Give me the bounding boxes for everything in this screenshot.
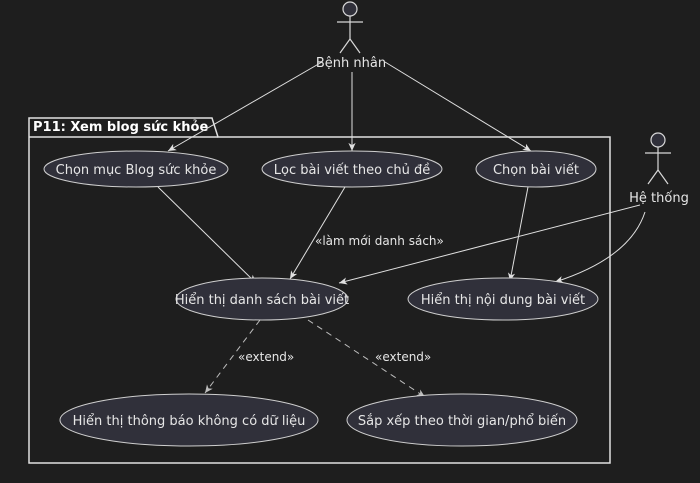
use-case-choose-blog: Chọn mục Blog sức khỏe	[43, 150, 229, 188]
edge-extend-sort	[307, 319, 426, 398]
edge-patient-choose-blog	[167, 61, 323, 152]
use-case-choose-post: Chọn bài viết	[475, 150, 597, 188]
edge-system-show-list	[338, 204, 641, 285]
extend-label-left: «extend»	[238, 350, 294, 364]
use-case-filter-topic: Lọc bài viết theo chủ đề	[261, 150, 443, 188]
use-case-show-content: Hiển thị nội dung bài viết	[407, 277, 599, 321]
edge-system-show-content	[554, 211, 646, 283]
actor-system: Hệ thống	[629, 132, 689, 206]
use-case-choose-blog-label: Chọn mục Blog sức khỏe	[56, 163, 217, 178]
use-case-show-list-label: Hiển thị danh sách bài viết	[175, 293, 349, 308]
edge-patient-choose-post	[384, 61, 532, 152]
package-frame: P11: Xem blog sức khỏe	[28, 117, 611, 464]
actor-system-label: Hệ thống	[629, 191, 689, 206]
edge-filter-topic-show-list	[289, 186, 346, 280]
use-case-show-no-data-label: Hiển thị thông báo không có dữ liệu	[73, 414, 306, 429]
use-case-show-list: Hiển thị danh sách bài viết	[175, 277, 349, 321]
edge-choose-blog-show-list	[157, 186, 257, 284]
use-case-sort-label: Sắp xếp theo thời gian/phổ biến	[358, 414, 566, 429]
actor-patient-label: Bệnh nhân	[316, 56, 386, 71]
extend-label-right: «extend»	[375, 350, 431, 364]
use-case-choose-post-label: Chọn bài viết	[493, 163, 579, 178]
edge-choose-post-show-content	[507, 186, 529, 282]
package-title: P11: Xem blog sức khỏe	[33, 120, 208, 135]
use-case-sort: Sắp xếp theo thời gian/phổ biến	[346, 393, 578, 447]
edge-extend-no-data	[204, 319, 261, 394]
use-case-show-content-label: Hiển thị nội dung bài viết	[421, 293, 585, 308]
use-case-show-no-data: Hiển thị thông báo không có dữ liệu	[59, 393, 319, 447]
refresh-list-label: «làm mới danh sách»	[315, 234, 444, 248]
use-case-filter-topic-label: Lọc bài viết theo chủ đề	[274, 163, 430, 178]
actor-patient: Bệnh nhân	[316, 1, 386, 71]
